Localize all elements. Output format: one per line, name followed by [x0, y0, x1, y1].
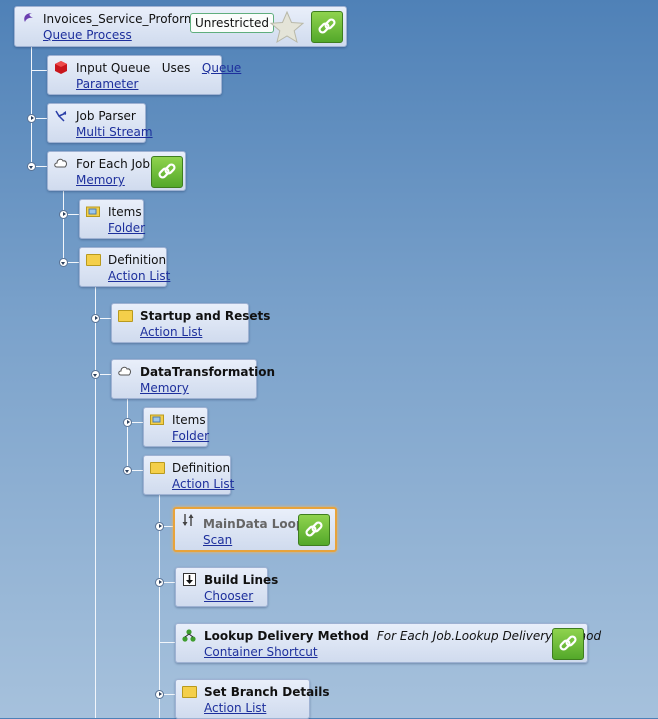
memory-link[interactable]: Memory	[76, 173, 125, 187]
action-list-link[interactable]: Action List	[108, 269, 171, 283]
cloud-memory-icon	[54, 157, 68, 171]
parser-arrows-icon	[54, 109, 68, 123]
build-lines-title: Build Lines	[204, 573, 279, 587]
lookup-delivery-subtitle: For Each Job.Lookup Delivery Method	[376, 629, 602, 643]
definition-title: Definition	[108, 253, 167, 267]
folder-icon	[118, 309, 133, 323]
tree-connector	[63, 190, 64, 263]
cloud-memory-icon	[118, 365, 132, 379]
cube-icon	[54, 61, 68, 75]
tree-connector	[95, 286, 96, 718]
node-startup-resets[interactable]: Startup and Resets Action List	[111, 303, 270, 343]
data-transformation-title: DataTransformation	[140, 365, 276, 379]
action-list-link[interactable]: Action List	[172, 477, 235, 491]
tree-connector	[63, 262, 79, 263]
node-items[interactable]: Items Folder	[143, 407, 210, 447]
tree-connector	[31, 70, 47, 71]
tree-connector	[95, 374, 111, 375]
expander-items[interactable]	[59, 210, 68, 219]
definition-title: Definition	[172, 461, 231, 475]
link-chain-icon[interactable]	[552, 628, 584, 660]
tree-connector	[159, 526, 175, 527]
lookup-delivery-title: Lookup Delivery Method For Each Job.Looku…	[204, 629, 601, 643]
node-set-branch-details[interactable]: Set Branch Details Action List	[175, 679, 330, 719]
startup-resets-title: Startup and Resets	[140, 309, 271, 323]
expander-definition[interactable]	[59, 258, 68, 267]
tree-connector	[95, 318, 111, 319]
expander-startup-resets[interactable]	[91, 314, 100, 323]
container-shortcut-link[interactable]: Container Shortcut	[204, 645, 318, 659]
unrestricted-badge[interactable]: Unrestricted	[190, 13, 274, 33]
maindata-loop-title: MainData Loop	[203, 517, 305, 531]
tree-connector	[159, 642, 175, 643]
input-queue-label: Input Queue	[76, 61, 151, 75]
multi-stream-link[interactable]: Multi Stream	[76, 125, 153, 139]
expander-definition[interactable]	[123, 466, 132, 475]
items-title: Items	[172, 413, 206, 427]
expander-for-each-job[interactable]	[27, 162, 36, 171]
queue-process-icon	[21, 11, 35, 25]
folder-icon	[86, 253, 101, 267]
node-definition[interactable]: Definition Action List	[79, 247, 171, 287]
link-chain-icon[interactable]	[298, 514, 330, 546]
node-build-lines[interactable]: Build Lines Chooser	[175, 567, 278, 607]
expander-job-parser[interactable]	[27, 114, 36, 123]
node-input-queue[interactable]: Input Queue Uses Queue Parameter	[47, 55, 241, 95]
link-chain-icon[interactable]	[311, 11, 343, 43]
input-queue-uses: Uses	[161, 61, 191, 75]
chooser-link[interactable]: Chooser	[204, 589, 254, 603]
tree-connector	[159, 582, 175, 583]
expander-items[interactable]	[123, 418, 132, 427]
folder-image-icon	[150, 413, 164, 427]
root-link[interactable]: Queue Process	[43, 28, 132, 42]
expander-maindata-loop[interactable]	[155, 522, 164, 531]
parameter-link[interactable]: Parameter	[76, 77, 139, 91]
tree-connector	[31, 166, 47, 167]
expander-build-lines[interactable]	[155, 578, 164, 587]
expander-data-transformation[interactable]	[91, 370, 100, 379]
root-node[interactable]: Invoices_Service_Proforma Queue Process …	[14, 6, 347, 47]
download-arrow-icon	[182, 573, 196, 587]
node-data-transformation[interactable]: DataTransformation Memory	[111, 359, 275, 399]
folder-image-icon	[86, 205, 100, 219]
scan-arrows-icon	[181, 513, 195, 527]
tree-connector	[31, 46, 32, 169]
tree-connector	[127, 470, 143, 471]
node-for-each-job[interactable]: For Each Job Memory	[47, 151, 186, 191]
link-chain-icon[interactable]	[151, 156, 183, 188]
folder-icon	[182, 685, 197, 699]
expander-set-branch-details[interactable]	[155, 690, 164, 699]
node-job-parser[interactable]: Job Parser Multi Stream	[47, 103, 153, 143]
node-items[interactable]: Items Folder	[79, 199, 146, 239]
node-definition[interactable]: Definition Action List	[143, 455, 235, 495]
input-queue-title: Input Queue Uses Queue	[76, 61, 241, 75]
tree-connector	[127, 422, 143, 423]
memory-link[interactable]: Memory	[140, 381, 189, 395]
node-maindata-loop[interactable]: MainData Loop Scan	[173, 507, 337, 552]
tree-connector	[31, 118, 47, 119]
root-title: Invoices_Service_Proforma	[43, 12, 203, 26]
tree-connector	[159, 694, 175, 695]
scan-link[interactable]: Scan	[203, 533, 233, 547]
folder-link[interactable]: Folder	[108, 221, 146, 235]
tree-connector	[63, 214, 79, 215]
tree-connector	[159, 494, 160, 718]
tree-connector	[127, 398, 128, 471]
queue-link[interactable]: Queue	[201, 61, 242, 75]
node-lookup-delivery-method[interactable]: Lookup Delivery Method For Each Job.Looku…	[175, 623, 601, 663]
folder-link[interactable]: Folder	[172, 429, 210, 443]
star-icon[interactable]	[269, 10, 305, 45]
for-each-job-title: For Each Job	[76, 157, 151, 171]
folder-icon	[150, 461, 165, 475]
set-branch-title: Set Branch Details	[204, 685, 330, 699]
tree-shortcut-icon	[182, 629, 196, 643]
job-parser-title: Job Parser	[76, 109, 136, 123]
action-list-link[interactable]: Action List	[204, 701, 267, 715]
action-list-link[interactable]: Action List	[140, 325, 203, 339]
lookup-delivery-label: Lookup Delivery Method	[204, 629, 369, 643]
items-title: Items	[108, 205, 142, 219]
